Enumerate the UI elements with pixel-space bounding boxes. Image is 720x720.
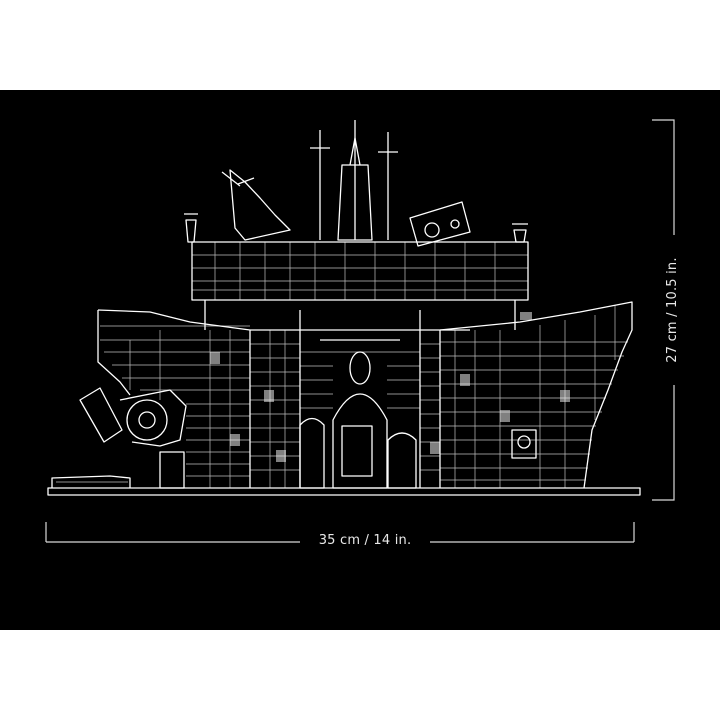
width-dimension-label: 35 cm / 14 in. (300, 533, 430, 548)
width-dimension-line (45, 522, 635, 543)
height-dimension-label: 27 cm / 10.5 in. (665, 235, 685, 385)
product-dimension-panel: 35 cm / 14 in. 27 cm / 10.5 in. (0, 90, 720, 630)
height-dimension-line (652, 119, 675, 501)
building-line-drawing (45, 119, 675, 543)
